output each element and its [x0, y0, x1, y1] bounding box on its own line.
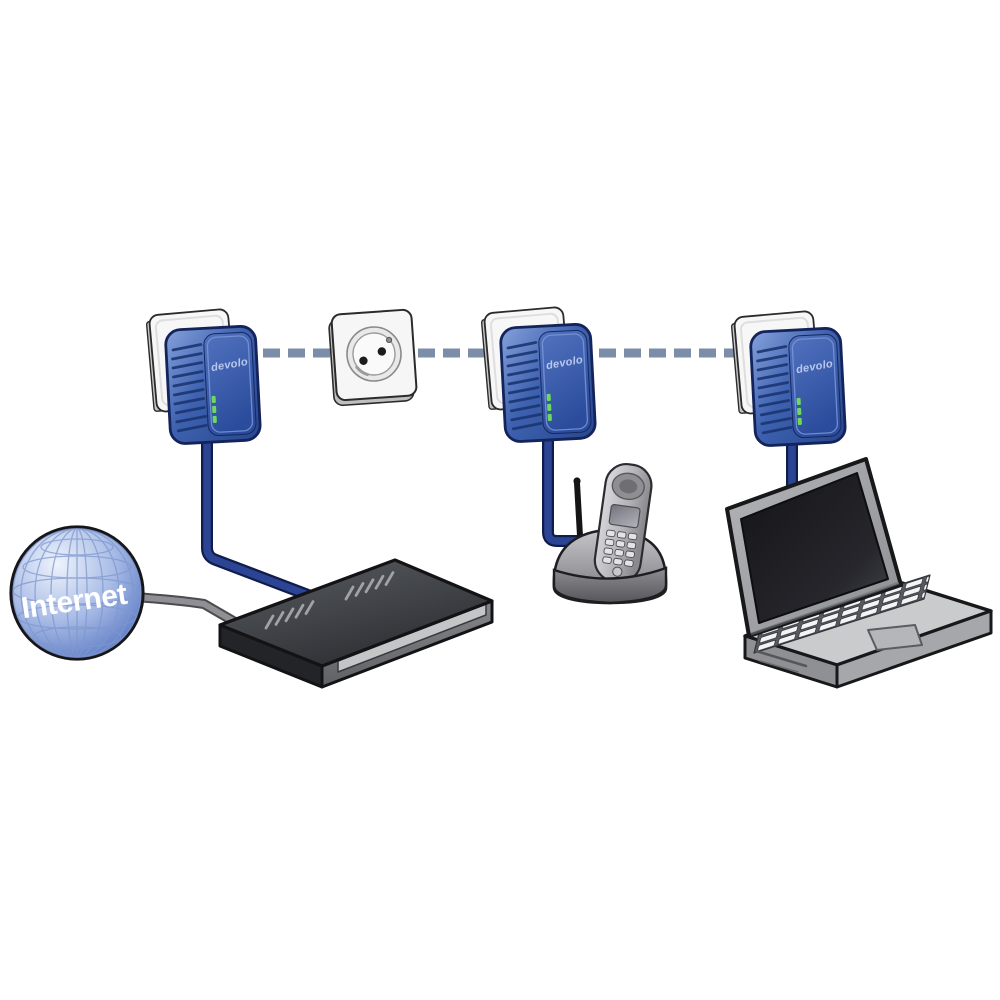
cordless-phone [552, 463, 668, 605]
phone-antenna [574, 480, 583, 539]
phone-handset [593, 463, 653, 584]
wall-outlet [328, 308, 418, 407]
socket-hole-left [359, 356, 368, 365]
laptop-disc-slot [754, 649, 808, 668]
ethernet-cable-router [201, 438, 314, 601]
ethernet-cable-phone [542, 436, 584, 547]
router-top-face [218, 558, 494, 668]
globe-wireframe [12, 528, 142, 658]
socket-earth-pin [385, 336, 393, 344]
phone-screen [608, 504, 641, 529]
phone-call-button [612, 566, 623, 577]
laptop [725, 457, 993, 689]
phone-keypad [602, 529, 638, 567]
powerline-adapter-2 [479, 305, 598, 444]
phone-base-lip [552, 566, 668, 605]
router-modem [218, 558, 494, 689]
powerline-adapter-3 [729, 309, 848, 448]
laptop-trackpad [867, 624, 923, 651]
internet-globe: Internet [9, 525, 145, 661]
powerline-adapter-1 [144, 307, 263, 446]
laptop-lid [725, 457, 903, 638]
socket-hole-right [377, 347, 387, 356]
laptop-screen [740, 472, 889, 624]
router-vents [264, 571, 395, 630]
